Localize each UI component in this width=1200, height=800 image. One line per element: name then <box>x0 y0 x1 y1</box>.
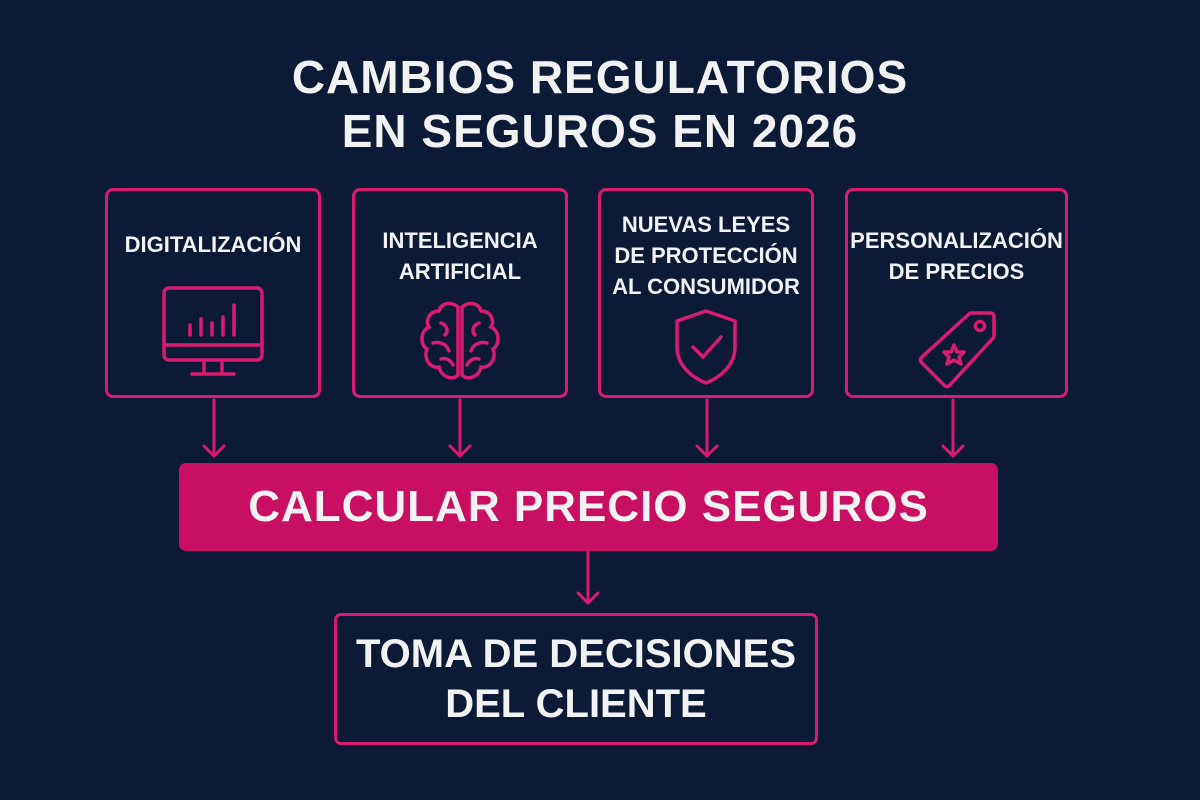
factor-box-inteligencia-artificial: INTELIGENCIA ARTIFICIAL <box>352 188 568 398</box>
arrow-inteligencia-artificial <box>448 398 472 458</box>
factor-label-line: DE PRECIOS <box>888 259 1025 284</box>
factor-label-line: INTELIGENCIA <box>382 228 538 253</box>
factor-label-line: DE PROTECCIÓN <box>614 243 798 268</box>
factor-label: INTELIGENCIA ARTIFICIAL <box>355 225 565 287</box>
monitor-chart-icon <box>162 286 264 376</box>
arrow-personalizacion-precios <box>941 398 965 458</box>
arrow-digitalizacion <box>202 398 226 458</box>
central-label: CALCULAR PRECIO SEGUROS <box>248 482 929 531</box>
outcome-box: TOMA DE DECISIONES DEL CLIENTE <box>334 613 818 745</box>
brain-icon <box>420 301 500 380</box>
factor-label-line: ARTIFICIAL <box>398 259 522 284</box>
factor-box-personalizacion-precios: PERSONALIZACIÓN DE PRECIOS <box>845 188 1068 398</box>
outcome-line-2: DEL CLIENTE <box>445 682 707 726</box>
factor-box-digitalizacion: DIGITALIZACIÓN <box>105 188 321 398</box>
factor-label: NUEVAS LEYES DE PROTECCIÓN AL CONSUMIDOR <box>601 209 811 302</box>
factor-label: DIGITALIZACIÓN <box>108 229 318 260</box>
factor-label-line: PERSONALIZACIÓN <box>850 228 1063 253</box>
price-tag-star-icon <box>918 311 996 389</box>
factor-box-proteccion-consumidor: NUEVAS LEYES DE PROTECCIÓN AL CONSUMIDOR <box>598 188 814 398</box>
arrow-proteccion-consumidor <box>695 398 719 458</box>
shield-check-icon <box>675 309 737 385</box>
outcome-line-1: TOMA DE DECISIONES <box>355 632 797 676</box>
title-line-2: EN SEGUROS EN 2026 <box>341 105 859 157</box>
central-process-calcular-precio: CALCULAR PRECIO SEGUROS <box>179 463 998 551</box>
arrow-to-outcome <box>576 550 600 605</box>
factor-label-line: DIGITALIZACIÓN <box>124 232 302 257</box>
factor-label-line: AL CONSUMIDOR <box>612 274 800 299</box>
title-line-1: CAMBIOS REGULATORIOS <box>291 51 909 103</box>
factor-label: PERSONALIZACIÓN DE PRECIOS <box>848 225 1065 287</box>
factor-label-line: NUEVAS LEYES <box>621 212 791 237</box>
diagram-title: CAMBIOS REGULATORIOS EN SEGUROS EN 2026 <box>0 50 1200 158</box>
